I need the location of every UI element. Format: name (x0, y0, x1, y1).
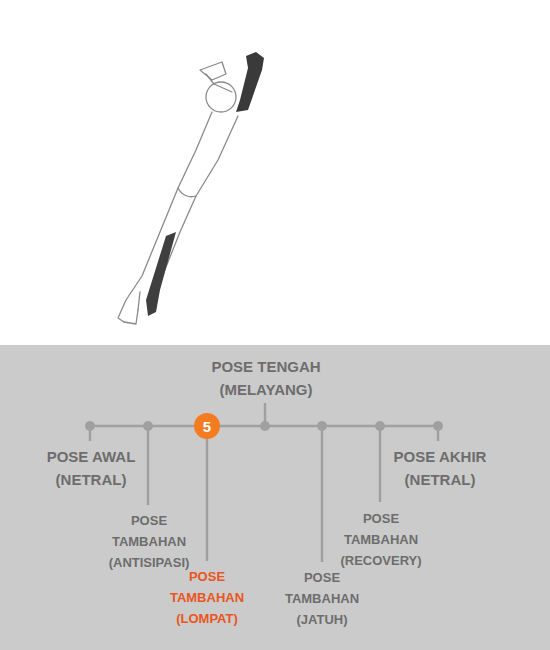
callout-number: 5 (203, 419, 211, 434)
pose-label: POSE TAMBAHAN (JATUH) (272, 567, 372, 630)
active-pose-label: POSE TAMBAHAN (LOMPAT) (157, 566, 257, 629)
timeline-panel (0, 345, 550, 650)
raised-arm (236, 52, 264, 112)
pose-label: POSE TENGAH (MELAYANG) (201, 355, 331, 401)
timeline-dots (85, 421, 443, 431)
jumping-figure (118, 62, 238, 324)
pose-label: POSE TAMBAHAN (RECOVERY) (331, 508, 431, 571)
pose-label: POSE TAMBAHAN (ANTISIPASI) (99, 510, 199, 573)
callout-circle: 5 (194, 413, 220, 439)
pose-label: POSE AWAL (NETRAL) (36, 445, 146, 491)
pose-label: POSE AKHIR (NETRAL) (385, 445, 495, 491)
leg-shading (146, 232, 176, 316)
